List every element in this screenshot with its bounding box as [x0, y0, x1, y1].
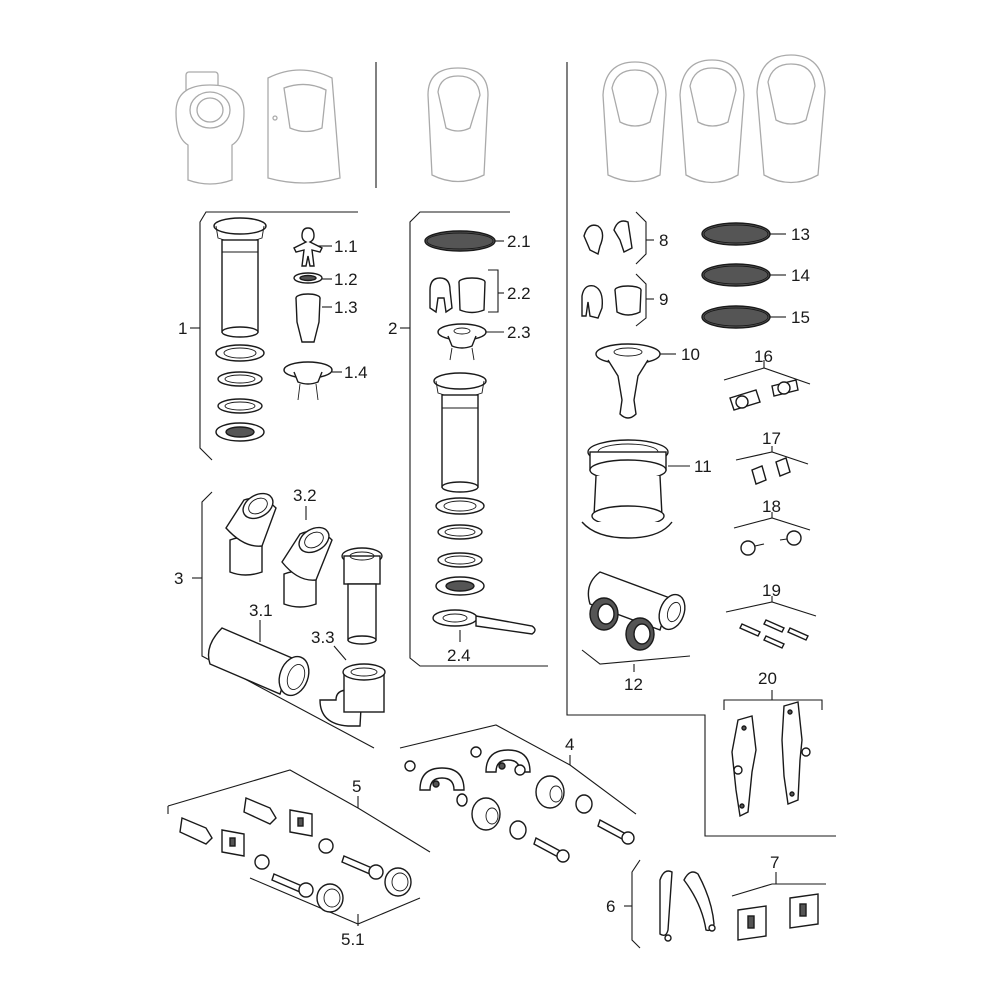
- group-14: 14: [701, 263, 810, 287]
- label-12: 12: [624, 675, 643, 694]
- group-8: 8: [583, 211, 668, 265]
- label-6: 6: [606, 897, 615, 916]
- group-11: 11: [581, 439, 712, 539]
- label-13: 13: [791, 225, 810, 244]
- label-3: 3: [174, 569, 183, 588]
- group-2: 2 2.1 2.2 2.3 2.4: [388, 211, 548, 667]
- label-11: 11: [694, 457, 712, 476]
- label-1-3: 1.3: [334, 298, 358, 317]
- label-17: 17: [762, 429, 781, 448]
- label-18: 18: [762, 497, 781, 516]
- urinal-a-icon: [175, 71, 245, 185]
- label-10: 10: [681, 345, 700, 364]
- label-8: 8: [659, 231, 668, 250]
- label-2: 2: [388, 319, 397, 338]
- group-19: 19: [725, 581, 817, 649]
- label-7: 7: [770, 853, 779, 872]
- group-15: 15: [701, 305, 810, 329]
- group-7: 7: [731, 853, 826, 941]
- label-1-2: 1.2: [334, 270, 358, 289]
- label-20: 20: [758, 669, 777, 688]
- label-3-2: 3.2: [293, 486, 317, 505]
- group-20: 20: [723, 669, 823, 818]
- label-3-3: 3.3: [311, 628, 335, 647]
- group-1: 1 1.1 1.2 1.3 1.4: [178, 211, 368, 461]
- urinal-c-icon: [427, 67, 489, 183]
- group-18: 18: [733, 497, 811, 556]
- label-2-2: 2.2: [507, 284, 531, 303]
- group-3: 3 3.2 3.1 3.3: [174, 486, 386, 749]
- group-10: 10: [595, 343, 700, 419]
- label-9: 9: [659, 290, 668, 309]
- label-5-1: 5.1: [341, 930, 365, 949]
- urinal-silhouettes: [175, 54, 826, 185]
- label-15: 15: [791, 308, 810, 327]
- label-2-4: 2.4: [447, 646, 471, 665]
- label-3-1: 3.1: [249, 601, 273, 620]
- label-1: 1: [178, 319, 187, 338]
- section-dividers: [375, 62, 836, 837]
- label-2-1: 2.1: [507, 232, 531, 251]
- group-12: 12: [581, 571, 691, 694]
- group-17: 17: [735, 429, 809, 485]
- group-9: 9: [581, 273, 668, 327]
- group-13: 13: [701, 222, 810, 246]
- label-4: 4: [565, 735, 574, 754]
- urinal-e-icon: [679, 59, 745, 184]
- label-16: 16: [754, 347, 773, 366]
- group-5: 5 5.1: [167, 769, 431, 949]
- group-6: 6: [606, 859, 716, 949]
- urinal-b-icon: [267, 69, 341, 184]
- label-14: 14: [791, 266, 810, 285]
- group-4: 4: [399, 724, 637, 863]
- label-1-1: 1.1: [334, 237, 358, 256]
- label-2-3: 2.3: [507, 323, 531, 342]
- urinal-f-icon: [756, 54, 826, 184]
- group-16: 16: [723, 347, 811, 411]
- urinal-d-icon: [602, 61, 667, 183]
- label-19: 19: [762, 581, 781, 600]
- label-1-4: 1.4: [344, 363, 368, 382]
- label-5: 5: [352, 777, 361, 796]
